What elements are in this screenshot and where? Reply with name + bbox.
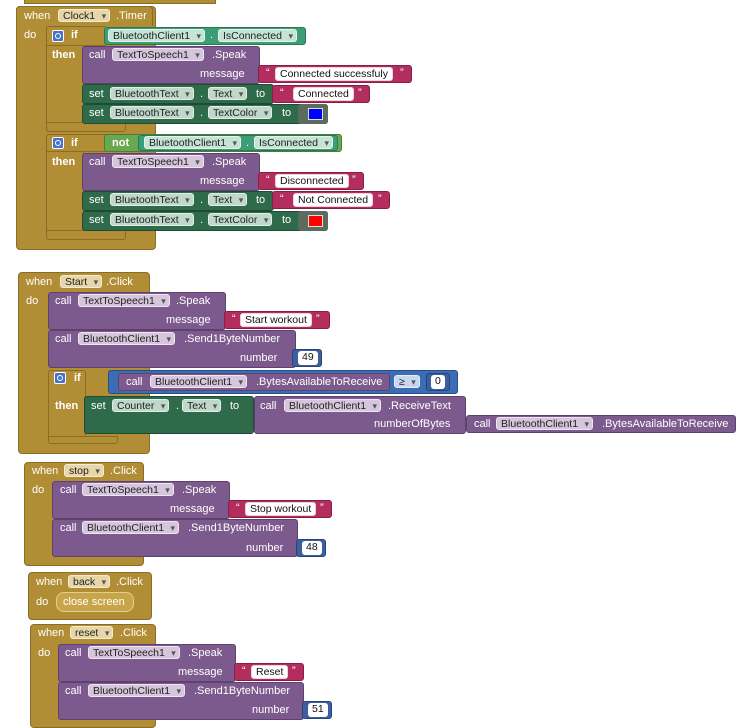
when-label: when — [24, 10, 51, 22]
number-value[interactable]: 49 — [298, 351, 318, 365]
message-text-value[interactable]: Connected successfuly — [275, 67, 393, 81]
reset-component-dropdown[interactable]: reset — [70, 626, 114, 639]
stop-component-dropdown[interactable]: stop — [64, 464, 104, 477]
if-label: if — [71, 29, 78, 41]
color-swatch-red[interactable] — [308, 215, 323, 227]
mutator-gear-icon[interactable] — [54, 372, 66, 384]
do-label: do — [24, 29, 37, 41]
close-screen-block[interactable] — [56, 592, 134, 612]
bt-property-dropdown[interactable]: IsConnected — [218, 29, 297, 42]
start-component-dropdown[interactable]: Start — [60, 275, 103, 288]
compare-value[interactable]: 0 — [431, 375, 445, 389]
then-label: then — [52, 49, 76, 61]
timer-event-label: .Timer — [116, 10, 147, 22]
bt-component-dropdown[interactable]: BluetoothClient1 — [108, 29, 206, 42]
mutator-gear-icon[interactable] — [52, 30, 64, 42]
set-property-dropdown[interactable]: Text — [208, 87, 248, 100]
color-swatch-blue[interactable] — [308, 108, 323, 120]
message-param-label: message — [200, 68, 245, 80]
mutator-gear-icon[interactable] — [52, 137, 64, 149]
text-value[interactable]: Connected — [293, 87, 354, 101]
compare-op-dropdown[interactable]: ≥ — [394, 375, 420, 388]
set-property-dropdown[interactable]: TextColor — [208, 106, 273, 119]
set-component-dropdown[interactable]: BluetoothText — [110, 87, 194, 100]
previous-block-edge — [24, 0, 216, 4]
clock-component-dropdown[interactable]: Clock1 — [58, 9, 111, 22]
back-component-dropdown[interactable]: back — [68, 575, 111, 588]
set-component-dropdown[interactable]: BluetoothText — [110, 106, 194, 119]
tts-component-dropdown[interactable]: TextToSpeech1 — [112, 48, 204, 61]
